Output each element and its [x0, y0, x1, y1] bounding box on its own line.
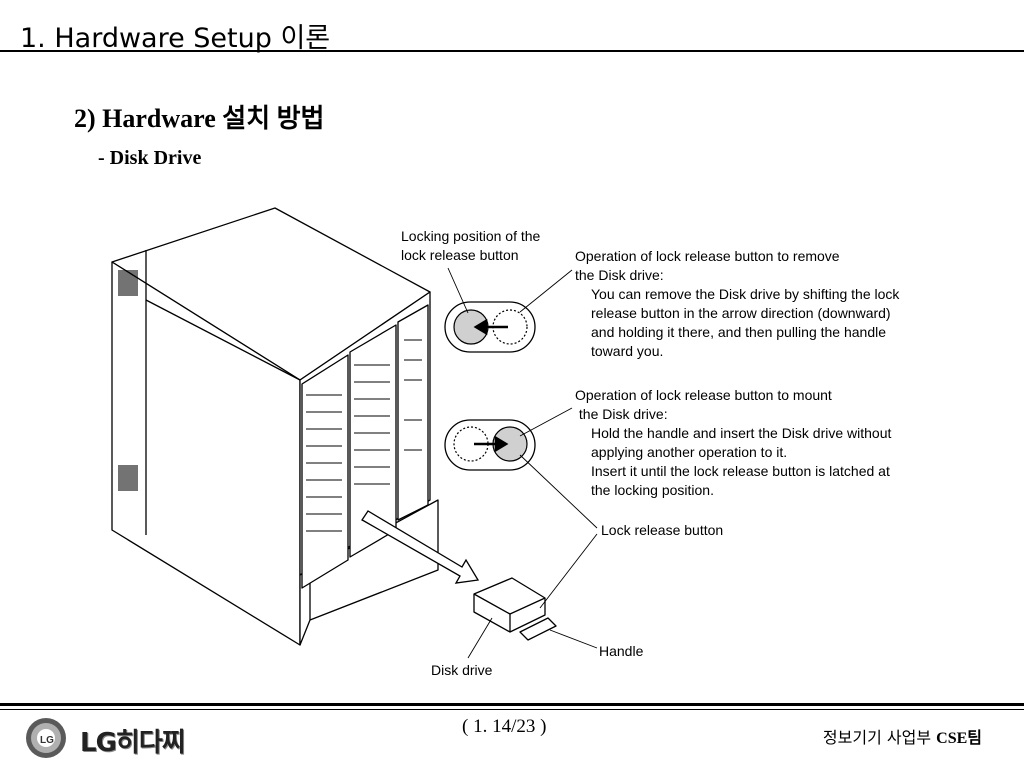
- label-mount-operation: Operation of lock release button to moun…: [575, 387, 892, 498]
- label-lock-release-button: Lock release button: [601, 522, 724, 538]
- label-locking-position: Locking position of the lock release but…: [401, 228, 541, 263]
- drive-bay-left: [301, 354, 349, 589]
- logo-mark-text: LG: [40, 735, 54, 746]
- title-divider: [0, 50, 1024, 52]
- footer-divider-thin: [0, 709, 1024, 710]
- removal-arrow: [361, 510, 480, 584]
- label-handle: Handle: [599, 643, 644, 659]
- section-heading: 2) Hardware 설치 방법: [74, 104, 325, 133]
- sub-heading: - Disk Drive: [98, 147, 202, 169]
- page-number: ( 1. 14/23 ): [462, 716, 547, 737]
- footer-divider: [0, 703, 1024, 706]
- disk-drive-handle: [519, 617, 557, 641]
- label-remove-operation: Operation of lock release button to remo…: [575, 248, 900, 359]
- label-disk-drive: Disk drive: [431, 662, 493, 678]
- company-logo-text: LG히다찌: [80, 728, 186, 758]
- slide-title: 1. Hardware Setup 이론: [20, 23, 331, 54]
- department-label: 정보기기 사업부 CSE팀: [822, 728, 982, 747]
- lg-logo-icon: LG: [26, 718, 66, 758]
- control-panel: [397, 304, 429, 521]
